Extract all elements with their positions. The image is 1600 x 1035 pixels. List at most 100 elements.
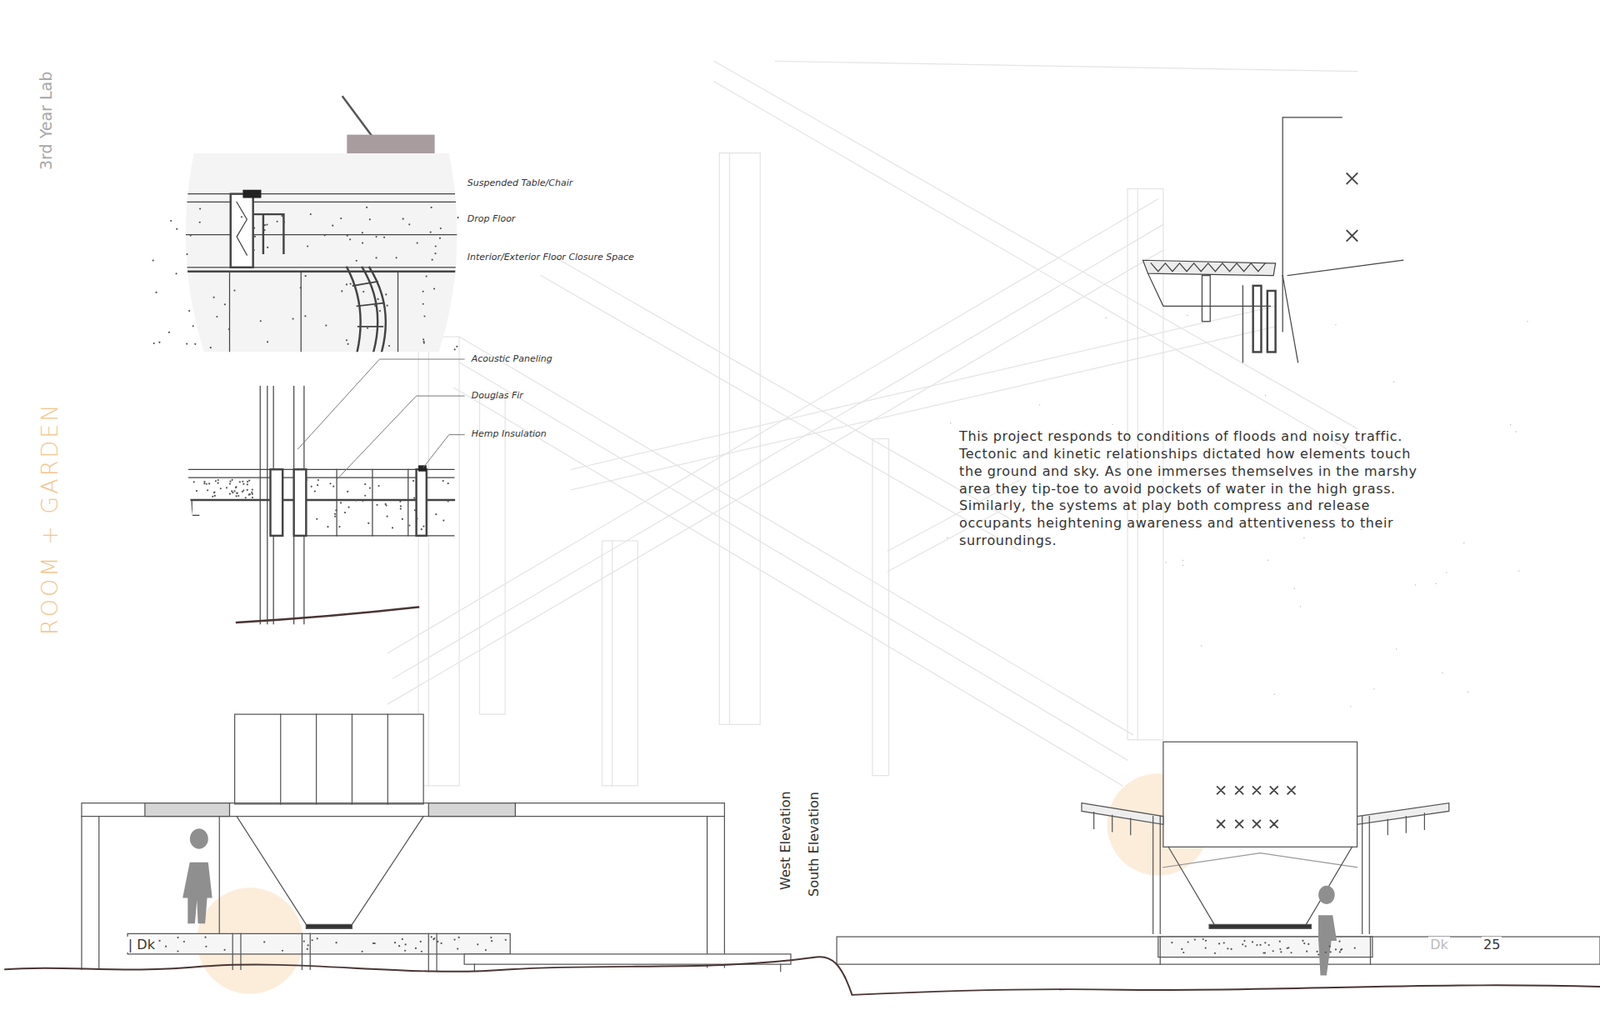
speckle	[440, 942, 442, 945]
speckle	[300, 286, 302, 289]
speckle	[1300, 605, 1301, 607]
speckle	[1265, 395, 1266, 396]
speckle	[276, 220, 279, 223]
speckle	[1435, 583, 1437, 585]
speckle	[152, 259, 155, 261]
speckle	[355, 499, 357, 501]
speckle	[1182, 560, 1184, 561]
speckle	[404, 950, 406, 952]
page-footer: Dk	[1428, 936, 1450, 953]
part-label: Douglas Fir	[471, 390, 524, 401]
speckle	[338, 525, 340, 528]
speckle	[310, 485, 313, 488]
speckle	[314, 490, 316, 492]
speckle	[204, 936, 206, 939]
speckle	[176, 950, 179, 952]
speckle	[1279, 948, 1281, 950]
speckle	[1186, 315, 1188, 316]
speckle	[422, 525, 425, 527]
speckle	[386, 305, 389, 307]
speckle	[1279, 940, 1281, 943]
speckle	[412, 480, 415, 482]
south-elevation	[836, 741, 1600, 965]
speckle	[310, 213, 312, 215]
speckle	[1315, 950, 1318, 953]
speckle	[1182, 951, 1185, 954]
speckle	[316, 937, 319, 940]
speckle	[158, 341, 160, 344]
speckle	[155, 291, 157, 294]
speckle	[420, 950, 423, 953]
speckle	[401, 938, 404, 940]
speckle	[1301, 940, 1304, 942]
speckle	[158, 940, 160, 942]
speckle	[1202, 938, 1205, 940]
person-silhouette	[182, 828, 213, 924]
speckle	[1105, 317, 1107, 319]
speckle	[1286, 947, 1289, 950]
speckle	[1307, 943, 1310, 945]
speckle	[242, 483, 245, 485]
speckle	[233, 290, 235, 292]
speckle	[304, 315, 306, 317]
speckle	[1290, 951, 1292, 954]
speckle	[254, 235, 256, 238]
speckle	[291, 318, 294, 320]
speckle	[1259, 944, 1261, 946]
speckle	[1339, 950, 1341, 953]
speckle	[210, 346, 212, 349]
speckle	[1039, 404, 1040, 405]
speckle	[420, 940, 422, 943]
speckle	[1251, 940, 1254, 943]
speckle	[364, 495, 366, 497]
speckle	[365, 206, 368, 209]
speckle	[325, 324, 327, 326]
speckle	[405, 943, 407, 945]
speckle	[185, 342, 188, 345]
speckle	[213, 491, 215, 494]
speckle	[1463, 542, 1465, 544]
speckle	[1180, 948, 1183, 950]
speckle	[505, 939, 507, 941]
project-description: This project responds to conditions of f…	[959, 428, 1435, 550]
speckle	[235, 485, 237, 488]
speckle	[430, 230, 432, 233]
speckle	[305, 275, 307, 277]
speckle	[1515, 430, 1517, 432]
detail-section-roof	[1142, 117, 1403, 363]
speckle	[334, 513, 336, 515]
speckle	[1267, 559, 1269, 560]
speckle	[400, 505, 402, 507]
speckle	[366, 327, 369, 330]
speckle	[439, 237, 441, 240]
speckle	[1467, 691, 1469, 693]
speckle	[303, 940, 305, 942]
speckle	[388, 345, 390, 347]
speckle	[435, 245, 437, 247]
speckle	[1395, 648, 1397, 650]
speckle	[235, 492, 238, 495]
speckle	[1165, 561, 1166, 563]
speckle	[420, 528, 423, 530]
speckle	[340, 501, 342, 504]
speckle	[1415, 584, 1416, 585]
part-label: Interior/Exterior Floor Closure Space	[467, 251, 635, 263]
speckle	[946, 537, 948, 539]
speckle	[225, 486, 228, 489]
speckle	[305, 479, 308, 481]
speckle	[1255, 944, 1258, 946]
speckle	[1325, 951, 1327, 954]
speckle	[335, 509, 337, 511]
speckle	[1223, 941, 1225, 944]
speckle	[1526, 320, 1528, 322]
speckle	[260, 320, 262, 322]
speckle	[415, 947, 417, 950]
page-footer: | Dk	[126, 936, 157, 953]
speckle	[251, 496, 254, 499]
speckle	[241, 490, 244, 493]
speckle	[214, 495, 216, 497]
speckle	[175, 228, 178, 230]
speckle	[344, 511, 346, 514]
speckle	[229, 480, 231, 483]
speckle	[349, 238, 351, 240]
